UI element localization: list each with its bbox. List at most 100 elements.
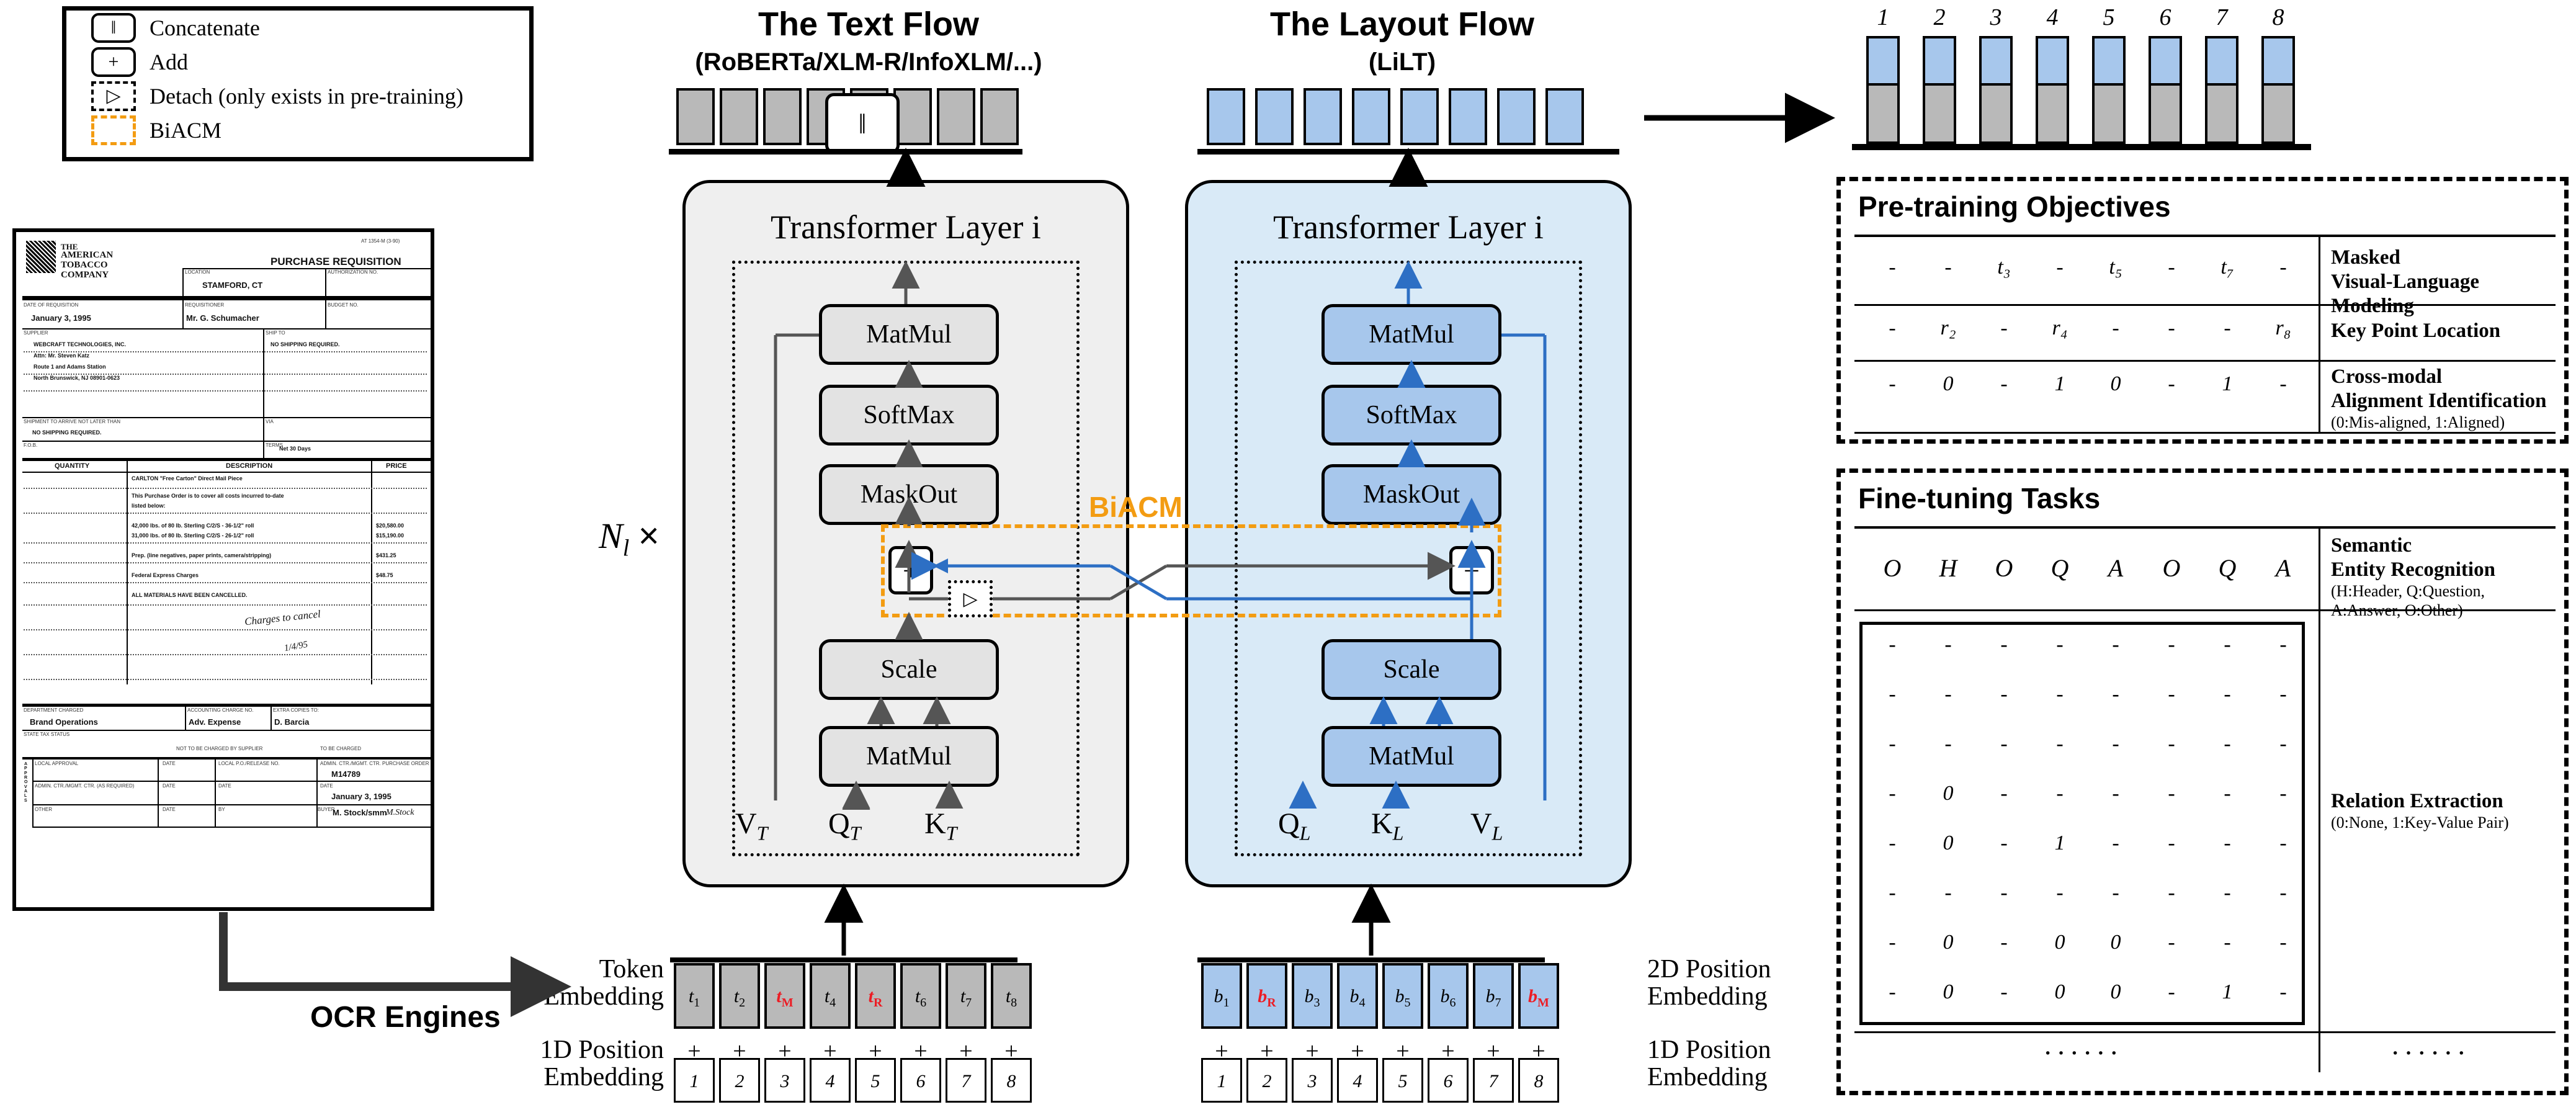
- text-pos1d-chip: 7: [946, 1058, 986, 1103]
- text-output-chip: [893, 88, 932, 145]
- token-embedding-label-2: Embedding: [543, 982, 664, 1011]
- pretraining-task-line: Masked: [2331, 246, 2400, 269]
- legend-label-concatenate: Concatenate: [150, 15, 260, 40]
- output-bar-index: 6: [2159, 4, 2171, 30]
- embedding-plus: +: [1532, 1038, 1545, 1064]
- pretraining-cell: r₄: [2052, 316, 2068, 339]
- table-row-desc-2: listed below:: [132, 503, 166, 509]
- relation-cell: -: [2112, 683, 2119, 706]
- company-line-3: TOBACCO: [61, 260, 108, 270]
- text-output-chip: [763, 88, 802, 145]
- text-v-base: V: [735, 807, 757, 840]
- ser-task-name: Semantic Entity Recognition (H:Header, Q…: [2331, 534, 2495, 620]
- pos1d-embedding-label-right: 1D Position Embedding: [1647, 1036, 1833, 1091]
- field-label-fob: F.O.B.: [24, 442, 38, 448]
- pretraining-task-note: (0:Mis-aligned, 1:Aligned): [2331, 413, 2505, 431]
- detach-icon: ▷: [91, 81, 136, 111]
- text-pos1d-chip-label: 8: [1006, 1071, 1016, 1091]
- approval-2-d: BUYER: [318, 807, 335, 812]
- pretraining-task-name: Key Point Location: [2331, 319, 2500, 343]
- output-bar-index: 7: [2216, 4, 2228, 30]
- pretraining-cell: t₇: [2220, 256, 2234, 279]
- text-token-chip: tR: [855, 963, 896, 1029]
- layout-pos1d-chip: 5: [1382, 1058, 1423, 1103]
- table-header-price: PRICE: [386, 462, 407, 470]
- text-flow-output-bar: [669, 149, 1022, 155]
- approval-1-a: ADMIN. CTR./MGMT. CTR. (AS REQUIRED): [35, 783, 135, 789]
- layout-flow-title: The Layout Flow: [1270, 6, 1534, 43]
- relation-cell: -: [1944, 732, 1952, 755]
- output-bar-bottom: [1866, 86, 1900, 144]
- layout-pos1d-chip-label: 7: [1488, 1071, 1498, 1091]
- text-token-chip: t6: [900, 963, 941, 1029]
- embedding-plus: +: [1305, 1038, 1319, 1064]
- embedding-plus: +: [914, 1038, 928, 1064]
- biacm-icon: [91, 115, 136, 145]
- layout-pos1d-chip-label: 6: [1443, 1071, 1453, 1091]
- approval-0-c: LOCAL P.O./RELEASE NO.: [218, 761, 280, 766]
- output-bar-bottom: [1979, 86, 2013, 144]
- output-bar-bottom: [2261, 86, 2295, 144]
- relation-cell: -: [1944, 881, 1952, 904]
- ser-cell: Q: [2218, 554, 2237, 582]
- table-row-desc-0: CARLTON "Free Carton" Direct Mail Piece: [132, 475, 243, 482]
- relation-cell: -: [2000, 732, 2008, 755]
- relation-cell: 0: [2110, 980, 2121, 1003]
- pretraining-cell: -: [2168, 316, 2175, 339]
- relation-cell: -: [2279, 782, 2287, 805]
- layout-pos1d-chip-label: 3: [1307, 1071, 1317, 1091]
- field-label-shipment-arrive: SHIPMENT TO ARRIVE NOT LATER THAN: [24, 419, 121, 424]
- repeat-n: N: [599, 516, 623, 556]
- relation-cell: -: [2224, 633, 2231, 656]
- text-pos1d-chip: 6: [900, 1058, 941, 1103]
- relation-cell: -: [2000, 683, 2008, 706]
- detach-node: ▷: [948, 580, 993, 617]
- layout-op-softmax: SoftMax: [1322, 385, 1501, 446]
- handwritten-date: 1/4/95: [283, 639, 309, 654]
- output-bar-bottom: [2149, 86, 2182, 144]
- re-task-name: Relation Extraction (0:None, 1:Key-Value…: [2331, 789, 2509, 833]
- layout-embedding-bar: [1197, 957, 1545, 962]
- field-label-authorization: AUTHORIZATION NO.: [328, 269, 378, 275]
- concatenate-icon: ‖: [91, 12, 136, 43]
- field-value-shipto: NO SHIPPING REQUIRED.: [271, 341, 340, 347]
- relation-cell: -: [2112, 782, 2119, 805]
- output-bar-top: [2205, 36, 2238, 86]
- pretraining-task-line: Visual-Language Modeling: [2331, 270, 2479, 317]
- layout-pos1d-chip-label: 1: [1217, 1071, 1227, 1091]
- relation-cell: -: [2224, 881, 2231, 904]
- relation-cell: -: [2168, 931, 2175, 954]
- relation-cell: -: [2279, 980, 2287, 1003]
- layout-token-chip: b6: [1428, 963, 1469, 1029]
- layout-input-q: QL: [1278, 807, 1310, 845]
- text-pos1d-chip-label: 4: [825, 1071, 835, 1091]
- pretraining-title: Pre-training Objectives: [1858, 190, 2171, 223]
- output-bar-bottom: [2036, 86, 2069, 144]
- supplier-line-2: Attn: Mr. Steven Katz: [34, 352, 90, 359]
- pretraining-cell: -: [2168, 372, 2175, 395]
- ocr-arrow: [219, 912, 571, 1017]
- relation-cell: -: [2000, 831, 2008, 854]
- detach-glyph: ▷: [106, 86, 121, 106]
- relation-cell: -: [2168, 782, 2175, 805]
- relation-cell: -: [1944, 683, 1952, 706]
- text-pos1d-chip: 5: [855, 1058, 896, 1103]
- relation-cell: -: [1889, 881, 1896, 904]
- layout-op-matmul-top: MatMul: [1322, 304, 1501, 365]
- relation-cell: -: [2000, 980, 2008, 1003]
- relation-cell: 0: [1943, 782, 1954, 805]
- table-row-price-6: $48.75: [376, 572, 393, 578]
- text-input-k: KT: [924, 807, 957, 845]
- footer-label-dept: DEPARTMENT CHARGED: [24, 707, 84, 713]
- text-token-chip-label: t4: [824, 986, 836, 1010]
- footer-label-tax: STATE TAX STATUS: [24, 732, 70, 737]
- pretraining-cell: -: [2000, 316, 2008, 339]
- text-pos1d-chip-label: 1: [689, 1071, 699, 1091]
- layout-pos1d-chip: 2: [1246, 1058, 1287, 1103]
- tax-option-1: NOT TO BE CHARGED BY SUPPLIER: [176, 746, 263, 751]
- table-row-price-5: $431.25: [376, 552, 396, 558]
- embedding-plus: +: [1487, 1038, 1500, 1064]
- layout-input-k: KL: [1371, 807, 1403, 845]
- relation-cell: -: [2000, 881, 2008, 904]
